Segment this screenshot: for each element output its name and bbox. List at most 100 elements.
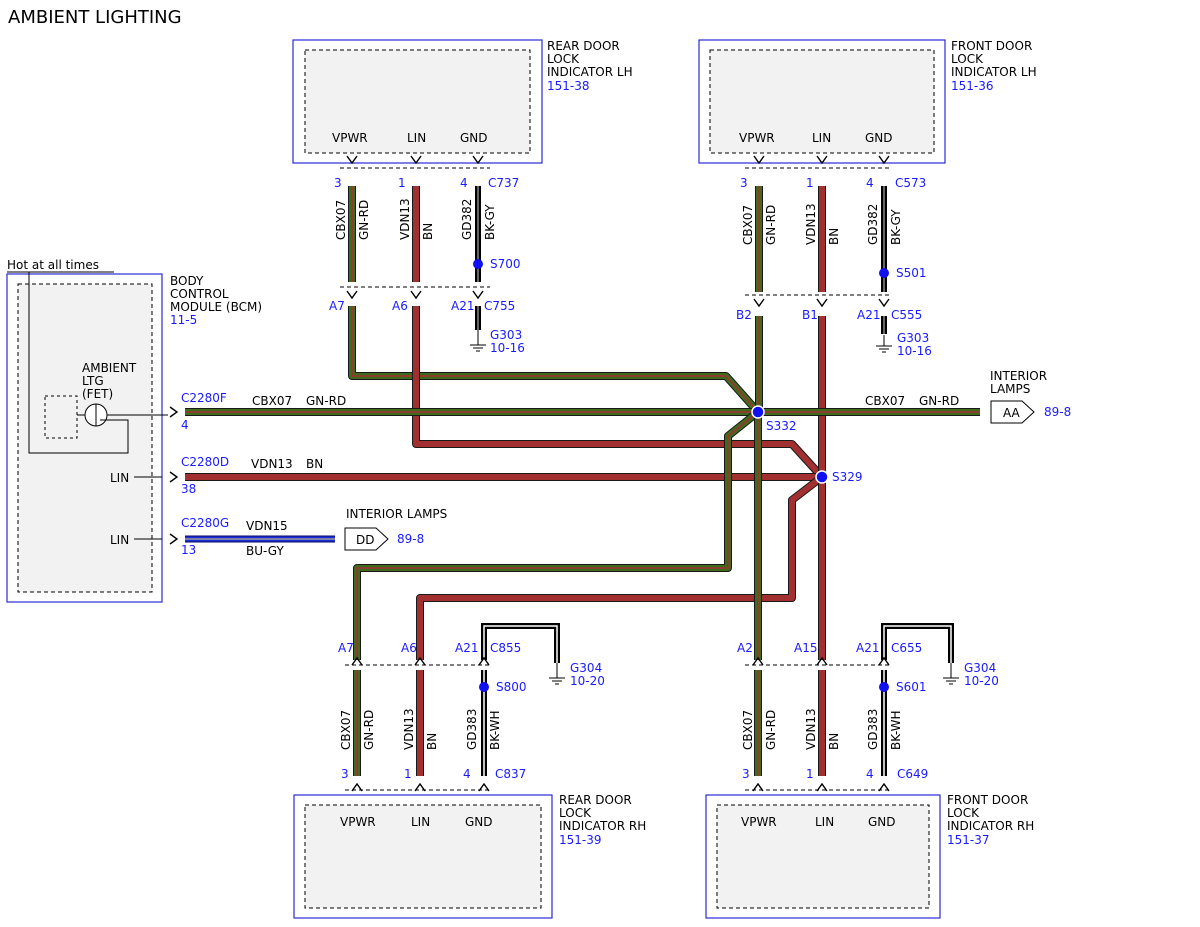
wire-code: CBX07	[339, 710, 353, 750]
module-ref: 151-37	[947, 833, 990, 847]
pin-number: 1	[398, 176, 406, 190]
wire-gd383-rear-rh-ground-stripe	[483, 625, 558, 663]
arrow-up-icon	[478, 783, 490, 792]
splice-label-s700: S700	[490, 257, 521, 271]
wire-vdn13-rear-rh	[417, 474, 824, 660]
module-ref: 151-38	[547, 79, 590, 93]
wire-color: BN	[425, 733, 439, 750]
wire-gd383-front-rh-ground-stripe	[883, 625, 952, 663]
splice-label-s501: S501	[896, 266, 927, 280]
connector-c555: C555	[891, 308, 922, 322]
pin-label-lin: LIN	[815, 815, 834, 829]
connector-c573: C573	[895, 176, 926, 190]
module-ref: 11-5	[170, 313, 197, 327]
module-ref: 151-39	[559, 833, 602, 847]
bcm-lin-label-2: LIN	[110, 533, 129, 547]
splice-s800	[479, 682, 489, 692]
pin-number: 1	[404, 767, 412, 781]
wire-color: BU-GY	[246, 544, 284, 558]
wire-code: GD383	[465, 709, 479, 750]
module-name-line1: REAR DOOR	[547, 39, 620, 53]
splice-s501	[879, 268, 889, 278]
connector-c2280g-pin: 13	[181, 543, 196, 557]
pin-number: 4	[866, 767, 874, 781]
pin-label-gnd: GND	[460, 131, 488, 145]
arrow-up-icon	[878, 783, 890, 792]
fet-label-line2: LTG	[82, 374, 104, 388]
fet-dashed-box	[44, 395, 78, 439]
pin-label-gnd: GND	[465, 815, 493, 829]
wire-code: VDN13	[804, 708, 818, 750]
page-title: AMBIENT LIGHTING	[8, 7, 182, 28]
fet-label-line3: (FET)	[82, 387, 113, 401]
splice-s332	[751, 405, 765, 419]
wire-code: CBX07	[741, 710, 755, 750]
ground-g304: G304	[964, 661, 996, 675]
module-name-line3: MODULE (BCM)	[170, 300, 262, 314]
pin-label-lin: LIN	[812, 131, 831, 145]
wire-color: BN	[827, 733, 841, 750]
wire-color: BK-WH	[889, 710, 903, 750]
ground-g303-ref: 10-16	[490, 341, 525, 355]
module-name-line2: LOCK	[547, 52, 580, 66]
connector-c755: C755	[484, 299, 515, 313]
module-name-line2: LOCK	[947, 806, 980, 820]
pin-label-gnd: GND	[865, 131, 893, 145]
arrow-down-icon	[753, 298, 765, 307]
module-name-line2: CONTROL	[170, 287, 229, 301]
pin-label-gnd: GND	[868, 815, 896, 829]
wire-color: BK-WH	[488, 710, 502, 750]
pin-a7: A7	[329, 299, 345, 313]
pin-label-vpwr: VPWR	[332, 131, 368, 145]
arrow-up-icon	[351, 783, 363, 792]
module-name-line1: REAR DOOR	[559, 793, 632, 807]
wire-paths	[185, 186, 980, 776]
wire-vdn13-rear-lh	[413, 306, 825, 480]
pin-label-vpwr: VPWR	[340, 815, 376, 829]
ground-g304-ref: 10-20	[570, 674, 605, 688]
destination-flag-aa: AA 89-8 INTERIOR LAMPS	[990, 369, 1071, 424]
wire-code: VDN13	[398, 198, 412, 240]
ground-g303: G303	[897, 331, 929, 345]
wire-code: VDN13	[402, 708, 416, 750]
wire-code: CBX07	[334, 200, 348, 240]
ground-g304-ref: 10-20	[964, 674, 999, 688]
module-name-line1: BODY	[170, 274, 204, 288]
pin-b1: B1	[802, 308, 818, 322]
wire-code: VDN13	[804, 203, 818, 245]
splice-s700	[473, 259, 483, 269]
ground-g303: G303	[490, 328, 522, 342]
pin-number: 3	[334, 176, 342, 190]
flag-dd-ref: 89-8	[397, 532, 424, 546]
module-rear-door-lock-indicator-rh: VPWR LIN GND REAR DOOR LOCK INDICATOR RH…	[293, 793, 646, 919]
connector-c737: C737	[488, 176, 519, 190]
connector-c2280d-pin: 38	[181, 482, 196, 496]
wire-color: GN-RD	[919, 394, 959, 408]
connector-c649: C649	[897, 767, 928, 781]
module-ref: 151-36	[951, 79, 994, 93]
pin-label-vpwr: VPWR	[741, 815, 777, 829]
connector-c855: C855	[490, 641, 521, 655]
arrow-up-icon	[478, 657, 490, 666]
connector-c2280f: C2280F	[181, 391, 227, 405]
wire-color: GN-RD	[306, 394, 346, 408]
module-name-line1: FRONT DOOR	[951, 39, 1032, 53]
interior-lamps-label-line1: INTERIOR	[990, 369, 1047, 383]
module-name-line3: INDICATOR RH	[947, 819, 1034, 833]
pin-number: 4	[463, 767, 471, 781]
wire-code: GD383	[866, 709, 880, 750]
arrow-down-icon	[816, 298, 828, 307]
destination-flag-dd: DD 89-8 INTERIOR LAMPS	[344, 507, 447, 551]
splice-label-s332: S332	[766, 419, 797, 433]
pin-a21: A21	[857, 308, 880, 322]
module-rear-door-lock-indicator-lh: VPWR LIN GND REAR DOOR LOCK INDICATOR LH…	[292, 39, 633, 164]
pin-number: 1	[806, 767, 814, 781]
arrow-right-icon	[169, 406, 178, 418]
pin-label-vpwr: VPWR	[739, 131, 775, 145]
module-name-line1: FRONT DOOR	[947, 793, 1028, 807]
pin-label-lin: LIN	[411, 815, 430, 829]
module-name-line3: INDICATOR RH	[559, 819, 646, 833]
pin-number: 3	[740, 176, 748, 190]
module-name-line3: INDICATOR LH	[951, 65, 1037, 79]
